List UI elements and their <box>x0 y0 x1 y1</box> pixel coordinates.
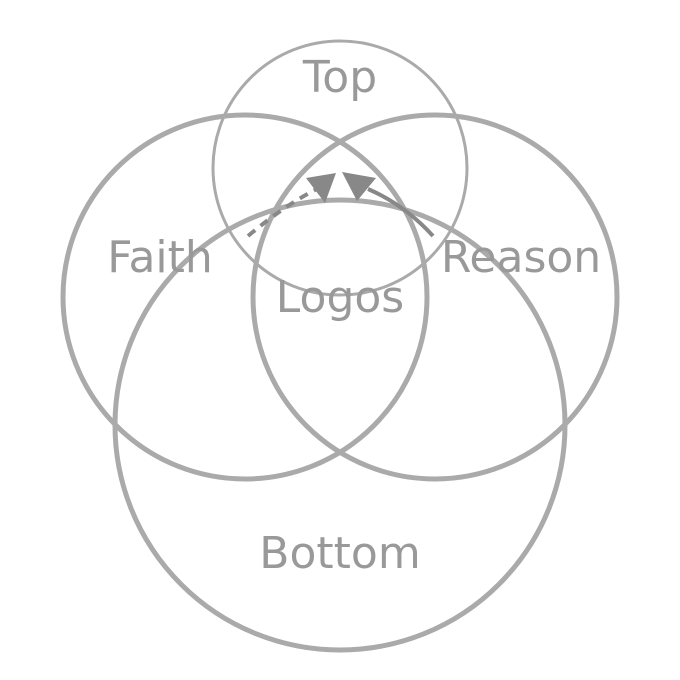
bottom-circle <box>112 197 568 653</box>
bottom-label: Bottom <box>259 528 420 579</box>
center-label: Logos <box>276 272 404 323</box>
dashed-arrow-head <box>306 173 336 203</box>
reason-circle <box>250 112 620 482</box>
reason-label: Reason <box>441 232 601 283</box>
top-circle <box>211 39 469 297</box>
top-label: Top <box>302 52 377 103</box>
faith-label: Faith <box>107 232 213 283</box>
solid-arrow-head <box>342 172 376 201</box>
faith-circle <box>60 112 430 482</box>
solid-arrow-line <box>367 187 435 238</box>
